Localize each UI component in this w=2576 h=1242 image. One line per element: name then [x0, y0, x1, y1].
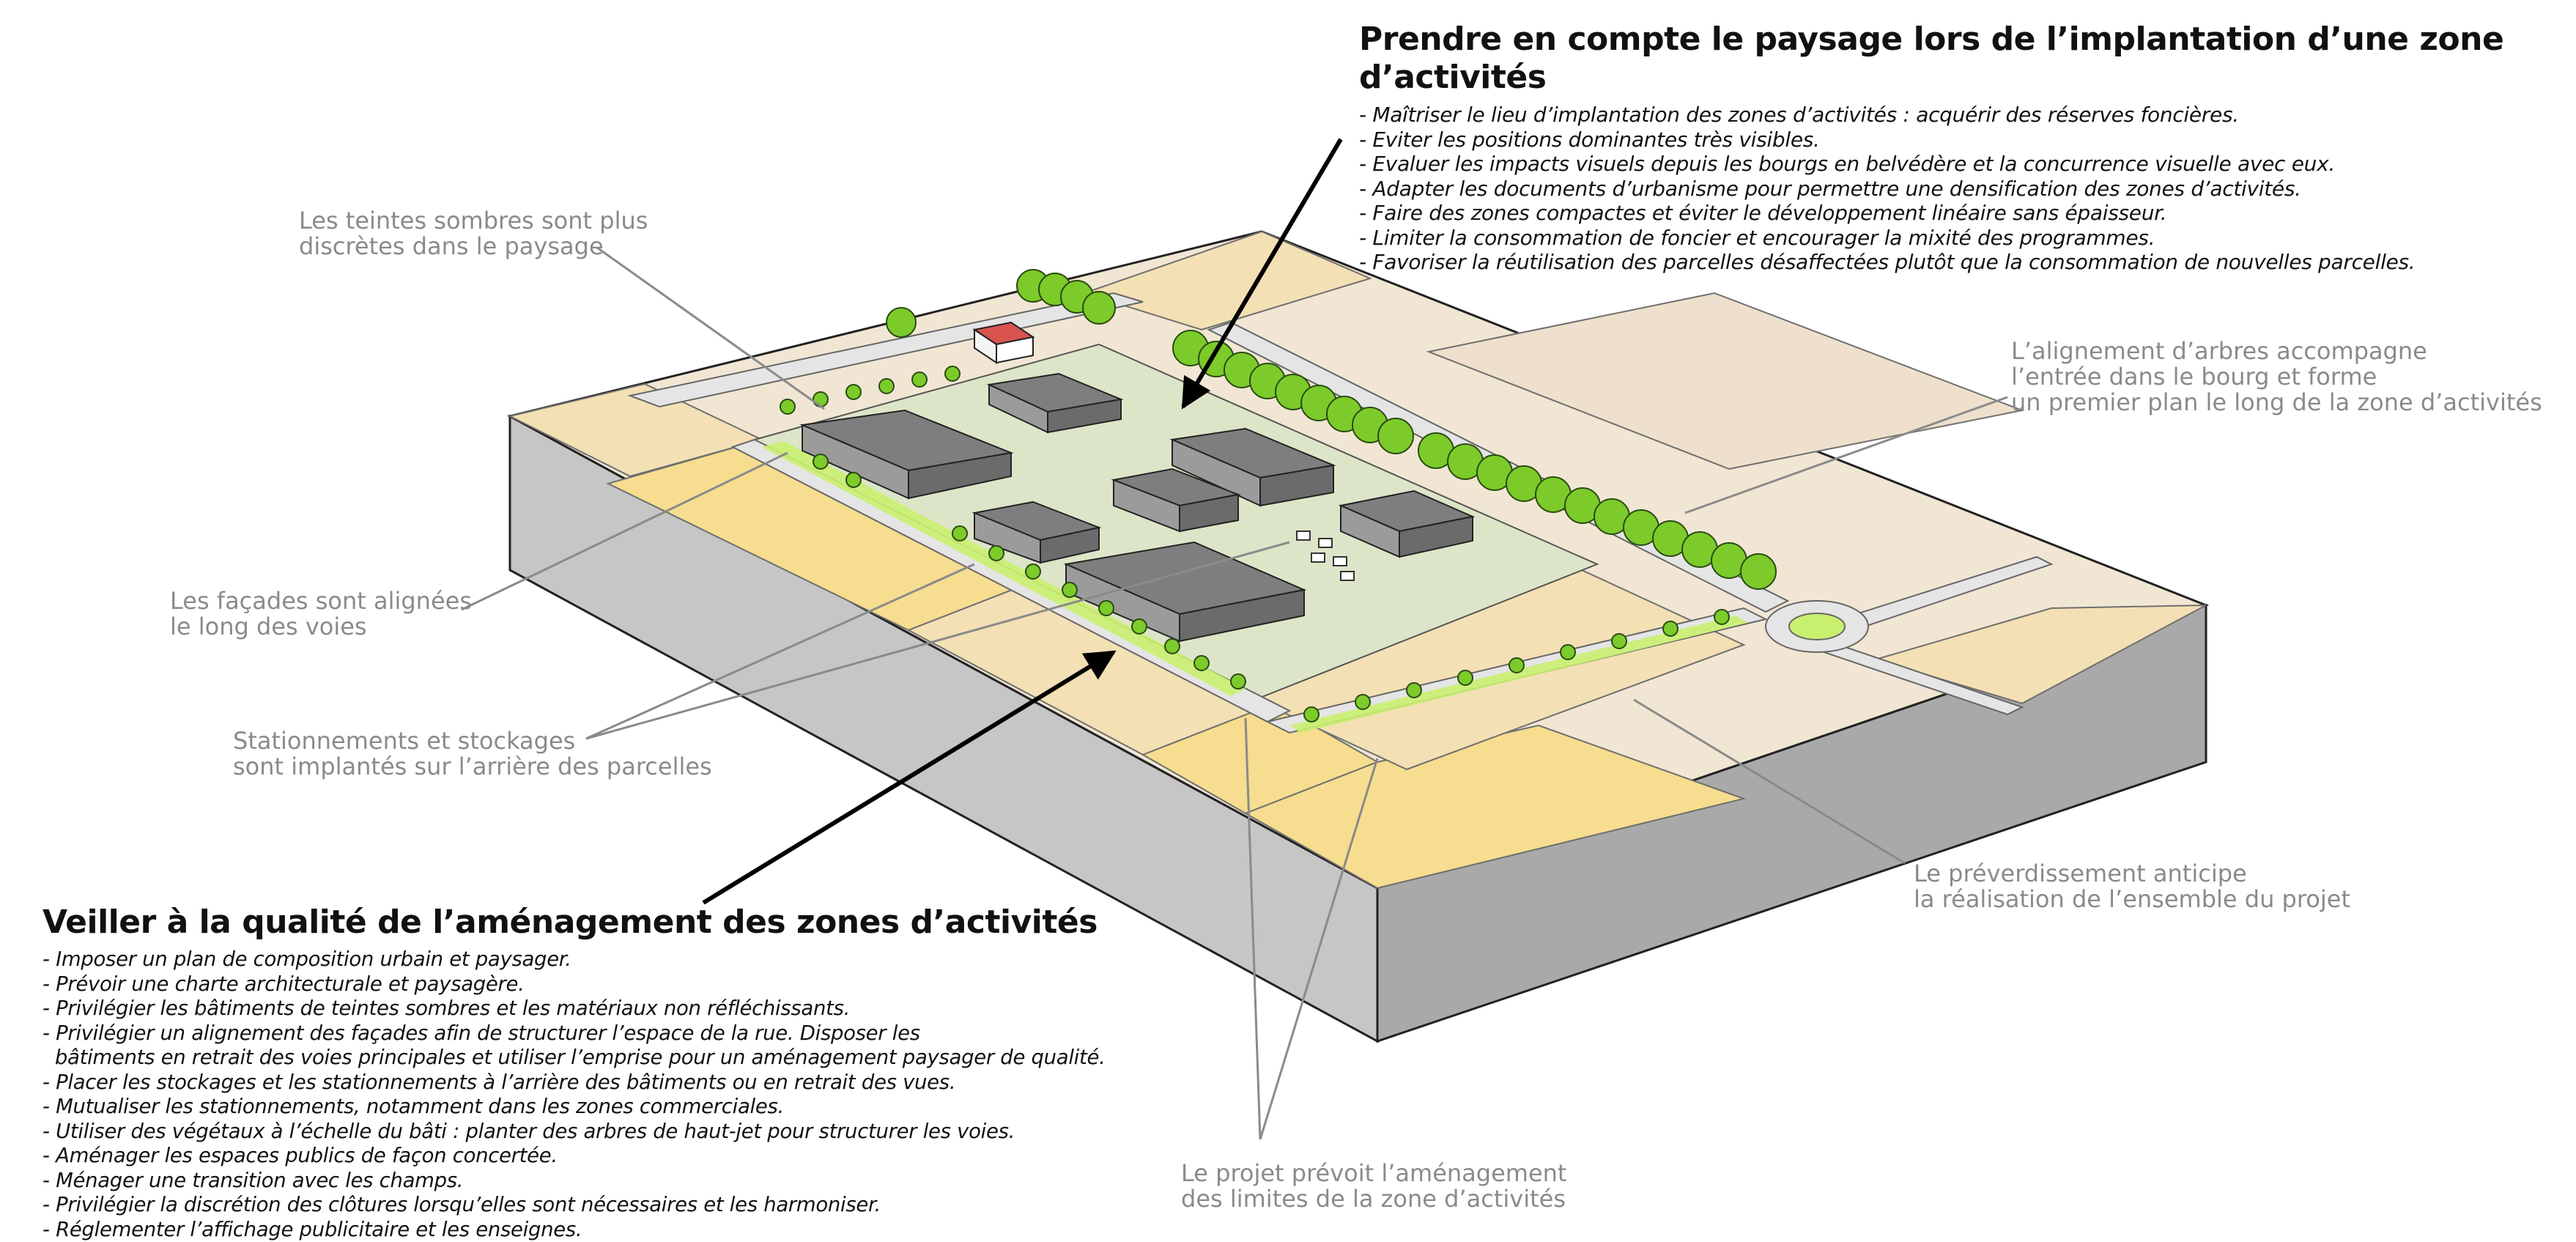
list-item: - Favoriser la réutilisation des parcell…: [1359, 250, 2576, 275]
callout-limites: Le projet prévoit l’aménagement des limi…: [1181, 1161, 1566, 1212]
bottom-block-list: - Imposer un plan de composition urbain …: [42, 947, 1106, 1242]
list-item: - Maîtriser le lieu d’implantation des z…: [1359, 103, 2576, 127]
callout-preverdissement: Le préverdissement anticipe la réalisati…: [1914, 861, 2350, 912]
callout-alignement-arbres: L’alignement d’arbres accompagne l’entré…: [2011, 339, 2542, 415]
callout-facades: Les façades sont alignées le long des vo…: [170, 588, 472, 640]
list-item: - Imposer un plan de composition urbain …: [42, 947, 1106, 972]
bottom-block-title: Veiller à la qualité de l’aménagement de…: [42, 903, 1106, 942]
list-item: - Adapter les documents d’urbanisme pour…: [1359, 177, 2576, 202]
list-item: - Mutualiser les stationnements, notamme…: [42, 1095, 1106, 1120]
list-item: - Privilégier la discrétion des clôtures…: [42, 1193, 1106, 1218]
callout-stationnements: Stationnements et stockages sont implant…: [233, 728, 712, 780]
list-item: - Utiliser des végétaux à l’échelle du b…: [42, 1120, 1106, 1145]
list-item: bâtiments en retrait des voies principal…: [42, 1046, 1106, 1071]
list-item: - Réglementer l’affichage publicitaire e…: [42, 1218, 1106, 1242]
top-block-title: Prendre en compte le paysage lors de l’i…: [1359, 21, 2576, 97]
list-item: - Placer les stockages et les stationnem…: [42, 1071, 1106, 1095]
bottom-guideline-block: Veiller à la qualité de l’aménagement de…: [42, 903, 1106, 1242]
list-item: - Prévoir une charte architecturale et p…: [42, 972, 1106, 997]
list-item: - Privilégier un alignement des façades …: [42, 1021, 1106, 1046]
roundabout-center: [1789, 613, 1845, 640]
list-item: - Ménager une transition avec les champs…: [42, 1169, 1106, 1194]
list-item: - Faire des zones compactes et éviter le…: [1359, 201, 2576, 226]
list-item: - Limiter la consommation de foncier et …: [1359, 226, 2576, 251]
top-guideline-block: Prendre en compte le paysage lors de l’i…: [1359, 21, 2576, 275]
top-block-list: - Maîtriser le lieu d’implantation des z…: [1359, 103, 2576, 275]
list-item: - Eviter les positions dominantes très v…: [1359, 127, 2576, 152]
list-item: - Evaluer les impacts visuels depuis les…: [1359, 152, 2576, 177]
list-item: - Privilégier les bâtiments de teintes s…: [42, 997, 1106, 1021]
callout-teintes: Les teintes sombres sont plus discrètes …: [299, 208, 648, 259]
list-item: - Aménager les espaces publics de façon …: [42, 1144, 1106, 1169]
